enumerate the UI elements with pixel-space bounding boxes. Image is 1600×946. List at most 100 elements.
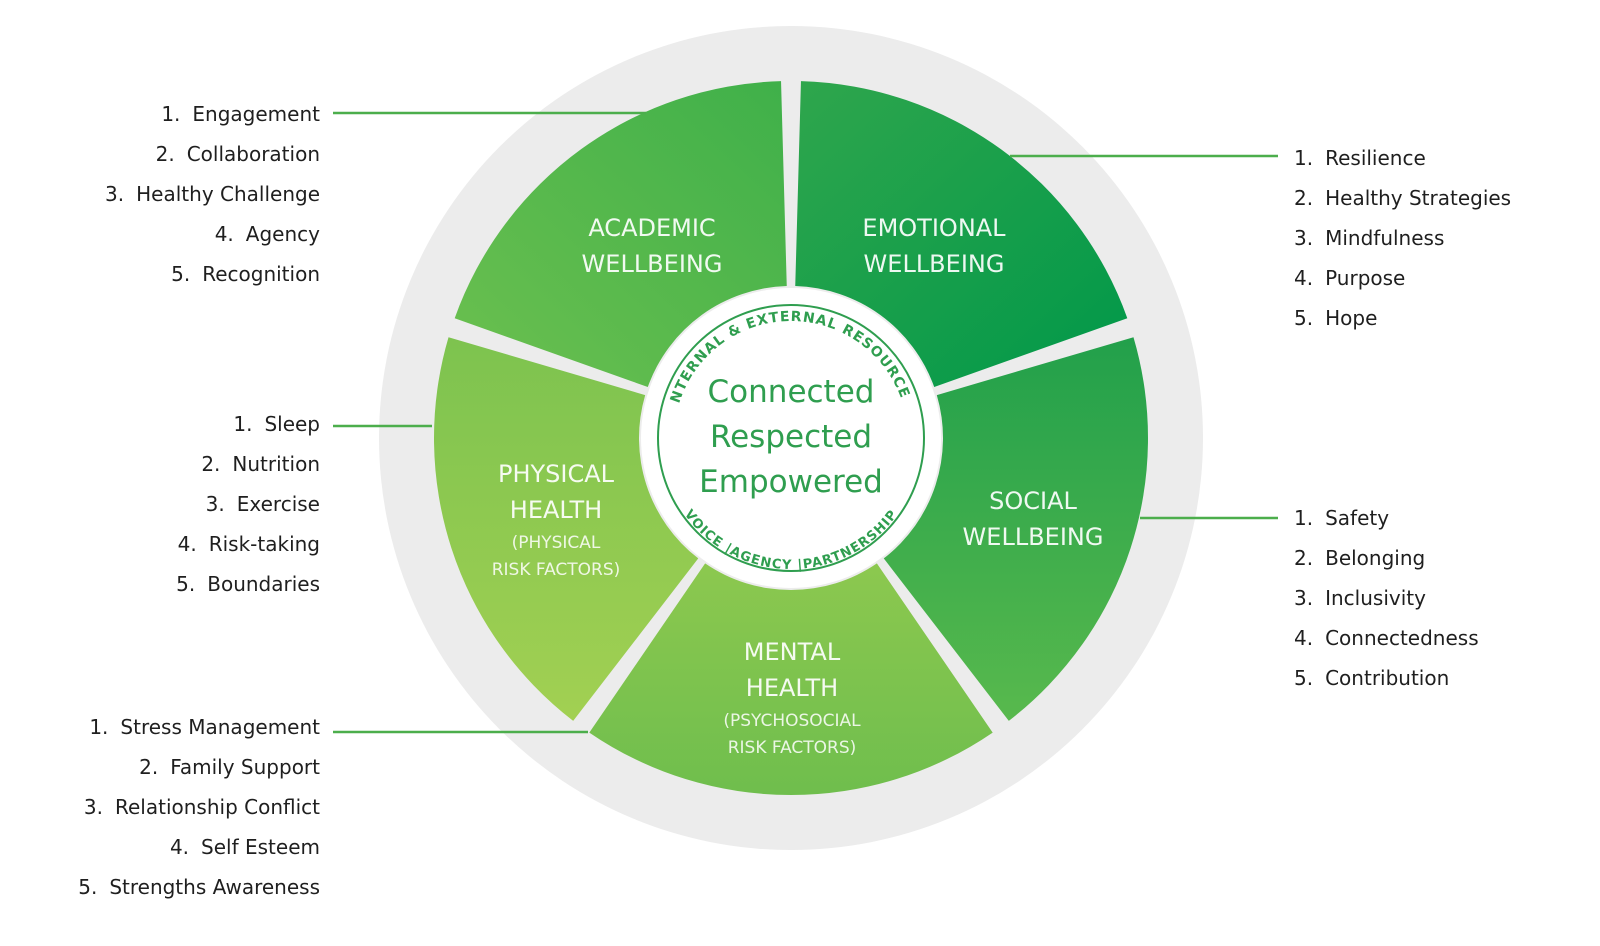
list-item-label: Collaboration: [186, 142, 320, 166]
segment-title-line: HEALTH: [510, 496, 602, 524]
segment-title-line: EMOTIONAL: [862, 214, 1006, 242]
list-item: 3. Relationship Conflict: [40, 787, 320, 827]
list-item: 5. Hope: [1294, 298, 1594, 338]
list-item-label: Exercise: [236, 492, 320, 516]
list-item-number: 4.: [214, 222, 234, 246]
segment-academic: [454, 81, 787, 388]
list-item: 2. Belonging: [1294, 538, 1594, 578]
segment-subtitle-line: RISK FACTORS): [492, 560, 621, 580]
segment-label-social: SOCIAL WELLBEING: [963, 487, 1104, 551]
segment-emotional: [795, 81, 1128, 388]
center-circle: [641, 288, 941, 588]
list-item-label: Sleep: [264, 412, 320, 436]
physical-health-list: 1. Sleep 2. Nutrition 3. Exercise 4. Risk-takin…: [40, 404, 320, 604]
list-item-number: 5.: [171, 262, 191, 286]
segment-title-line: WELLBEING: [582, 250, 723, 278]
list-item-number: 2.: [139, 755, 159, 779]
list-item-number: 3.: [1294, 586, 1314, 610]
segment-subtitle-line: RISK FACTORS): [728, 738, 857, 758]
list-item-label: Self Esteem: [201, 835, 320, 859]
list-item-number: 4.: [1294, 266, 1314, 290]
list-item: 2.Family Support: [40, 747, 320, 787]
list-item-number: 2.: [1294, 546, 1314, 570]
segment-title-line: HEALTH: [746, 674, 838, 702]
list-item: 3. Exercise: [40, 484, 320, 524]
list-item: 4.Connectedness: [1294, 618, 1594, 658]
emotional-wellbeing-list: 1.Resilience 2. Healthy Strategies 3. Mindfu…: [1294, 138, 1594, 338]
list-item-label: Boundaries: [207, 572, 320, 596]
list-item-number: 5.: [176, 572, 196, 596]
list-item-number: 1.: [161, 102, 181, 126]
list-item-number: 2.: [1294, 186, 1314, 210]
list-item: 4.Self Esteem: [40, 827, 320, 867]
segment-label-academic: ACADEMIC WELLBEING: [582, 214, 723, 278]
list-item: 1. Sleep: [40, 404, 320, 444]
segment-subtitle-line: (PSYCHOSOCIAL: [723, 711, 861, 731]
list-item-number: 5.: [78, 875, 98, 899]
list-item-label: Strengths Awareness: [109, 875, 320, 899]
list-item-label: Contribution: [1325, 666, 1450, 690]
segment-title-line: WELLBEING: [963, 523, 1104, 551]
list-item: 4. Agency: [40, 214, 320, 254]
segment-label-emotional: EMOTIONAL WELLBEING: [862, 214, 1006, 278]
segment-title-line: ACADEMIC: [588, 214, 715, 242]
list-item-number: 5.: [1294, 306, 1314, 330]
list-item-label: Belonging: [1325, 546, 1426, 570]
list-item-number: 4.: [177, 532, 197, 556]
list-item-label: Healthy Strategies: [1325, 186, 1512, 210]
list-item-number: 3.: [83, 795, 103, 819]
list-item: 3. Mindfulness: [1294, 218, 1594, 258]
center-line-connected: Connected: [708, 374, 875, 410]
list-item-label: Stress Management: [120, 715, 320, 739]
list-item: 2. Collaboration: [40, 134, 320, 174]
center-title: Connected Respected Empowered: [699, 374, 883, 500]
list-item: 1.Resilience: [1294, 138, 1594, 178]
list-item-label: Risk-taking: [208, 532, 320, 556]
list-item-label: Relationship Conflict: [115, 795, 320, 819]
list-item: 2. Nutrition: [40, 444, 320, 484]
list-item-label: Agency: [245, 222, 320, 246]
list-item-label: Engagement: [192, 102, 320, 126]
list-item: 2. Healthy Strategies: [1294, 178, 1594, 218]
list-item: 5. Strengths Awareness: [40, 867, 320, 907]
list-item: 3.Healthy Challenge: [40, 174, 320, 214]
list-item-label: Inclusivity: [1325, 586, 1426, 610]
list-item: 3. Inclusivity: [1294, 578, 1594, 618]
social-wellbeing-list: 1. Safety 2. Belonging 3. Inclusivity 4.Connec…: [1294, 498, 1594, 698]
segment-title-line: PHYSICAL: [498, 460, 615, 488]
list-item-number: 1.: [1294, 506, 1314, 530]
list-item-label: Healthy Challenge: [136, 182, 320, 206]
list-item-label: Hope: [1325, 306, 1378, 330]
list-item-number: 2.: [201, 452, 221, 476]
segment-mental: [589, 563, 993, 796]
segment-title-line: WELLBEING: [864, 250, 1005, 278]
list-item-label: Nutrition: [232, 452, 320, 476]
segment-social: [883, 337, 1148, 721]
mental-health-list: 1. Stress Management 2.Family Support 3. Rel…: [40, 707, 320, 907]
list-item: 5. Recognition: [40, 254, 320, 294]
list-item-number: 3.: [1294, 226, 1314, 250]
list-item-number: 3.: [205, 492, 225, 516]
center-line-respected: Respected: [710, 419, 872, 455]
segment-title-line: MENTAL: [744, 638, 841, 666]
list-item-number: 2.: [155, 142, 175, 166]
segment-subtitle-line: (PHYSICAL: [512, 533, 601, 553]
segment-title-line: SOCIAL: [989, 487, 1077, 515]
list-item-label: Purpose: [1325, 266, 1406, 290]
list-item: 1. Engagement: [40, 94, 320, 134]
list-item: 1. Safety: [1294, 498, 1594, 538]
center-line-empowered: Empowered: [699, 464, 883, 500]
list-item: 5.Contribution: [1294, 658, 1594, 698]
list-item-label: Connectedness: [1325, 626, 1479, 650]
list-item-number: 1.: [89, 715, 109, 739]
list-item-number: 1.: [233, 412, 253, 436]
list-item: 4. Risk-taking: [40, 524, 320, 564]
list-item: 5. Boundaries: [40, 564, 320, 604]
segment-physical: [433, 337, 699, 721]
list-item-number: 1.: [1294, 146, 1314, 170]
list-item-label: Recognition: [202, 262, 320, 286]
center-inner-ring: [657, 304, 925, 572]
list-item-label: Mindfulness: [1325, 226, 1445, 250]
list-item-label: Safety: [1325, 506, 1390, 530]
